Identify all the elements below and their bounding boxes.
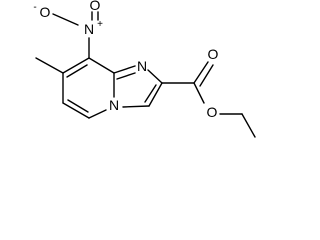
bond-ch2-ch3 [241,113,256,138]
bond-c8-c7 [62,57,90,74]
bond-nitro-n-o-single [52,13,79,26]
chemical-structure-diagram: O - N + O N N O O [33,0,256,138]
bond-c8a-c8 [88,57,115,74]
bond-c6-c5-inner [67,99,89,113]
charge-label-nitro-nitrogen: + [97,19,103,30]
bond-c8a-n1-a [113,65,136,74]
bond-carbonyl-c-ester-o [193,82,205,104]
atom-label-imidazole-nitrogen: N [137,58,147,74]
bond-c8-c7-inner [66,64,88,78]
charge-label-nitro-oxygen: - [33,2,36,13]
atom-label-carbonyl-oxygen: O [208,46,219,62]
atom-label-bridgehead-nitrogen: N [109,97,119,113]
bond-c2-c3 [148,82,163,107]
bond-c6-c5 [62,102,90,119]
atom-label-ester-oxygen: O [207,104,218,120]
bond-c8a-n1-b [116,72,136,80]
atom-label-nitro-oxygen-minus: O [40,4,51,20]
bond-c5-n4 [88,109,107,119]
atom-label-nitro-nitrogen: N [84,21,94,37]
bond-c7-methyl [35,57,64,74]
bond-n1-c2 [147,69,163,84]
bond-c2-c3-inner [144,84,157,103]
bond-c3-n4 [122,105,150,108]
bond-carbonyl-c-o-a [193,61,209,84]
atom-label-nitro-oxygen-double: O [90,0,101,13]
bond-carbonyl-c-o-b [199,64,214,87]
